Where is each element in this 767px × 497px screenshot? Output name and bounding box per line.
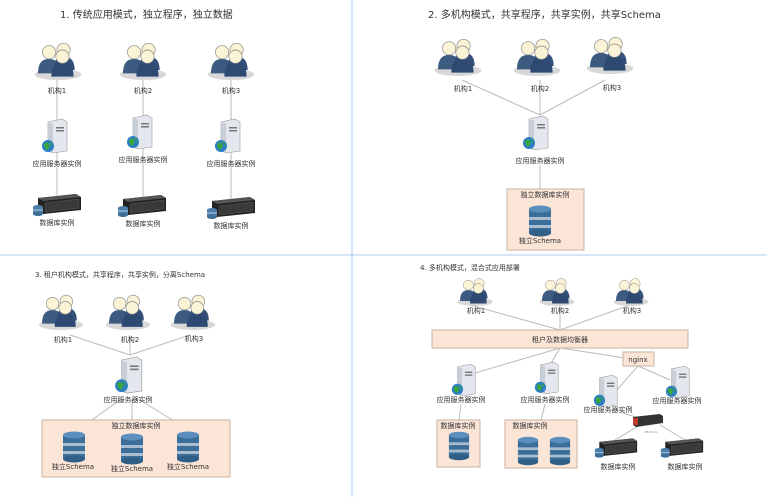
q4-title: 4. 多机构模式，混合式应用部署 [420,263,520,272]
q3-title: 3. 租户机构模式，共享程序，共享实例，分离Schema [35,270,205,279]
db-proxy-icon [633,414,663,427]
server-label: 应用服务器实例 [207,159,256,168]
server-label: 应用服务器实例 [437,395,486,404]
users-icon [105,294,151,330]
db-server-icon [117,194,167,218]
app-server-icon [665,365,690,399]
db-box-label: 数据库实例 [441,421,476,430]
database-icon [517,436,539,466]
database-icon [448,431,470,461]
schema-label: 独立Schema [167,462,209,471]
database-icon [177,431,199,463]
users-icon [513,38,561,76]
org-label: 机构3 [222,86,240,95]
app-server-icon [41,118,68,154]
database-icon [529,205,551,237]
db-server-icon [594,437,638,459]
server-label: 应用服务器实例 [119,155,168,164]
users-icon [34,42,82,80]
nginx-box [622,351,655,367]
q2-title: 2. 多机构模式，共享程序，共享实例，共享Schema [428,8,661,21]
database-icon [63,431,85,463]
users-icon [539,278,575,306]
db-server-icon [206,196,256,220]
quadrant-4-hybrid: 4. 多机构模式，混合式应用部署 机构1 机构2 机构3 租户及数据均衡器 ng… [420,263,704,471]
db-server-icon [32,193,82,217]
db-box-label: 独立数据库实例 [521,190,570,199]
users-icon [119,42,167,80]
db-server-icon [660,437,704,459]
db-box-label: 独立数据库实例 [112,421,161,430]
org-label: 机构2 [551,306,569,315]
quadrant-2-shared-schema: 2. 多机构模式，共享程序，共享实例，共享Schema 机构1 机构2 机构3 … [428,8,661,251]
app-server-icon [451,363,476,397]
database-icon [549,436,571,466]
db-label: 数据库实例 [668,462,703,471]
nginx-label: nginx [628,356,647,364]
users-icon [434,38,482,76]
server-label: 应用服务器实例 [584,405,633,414]
db-proxy-label: DB Proxy [644,430,658,434]
server-label: 应用服务器实例 [521,395,570,404]
users-icon [613,278,649,306]
db-label: 数据库实例 [40,218,75,227]
app-server-icon [593,374,618,408]
org-label: 机构1 [454,84,472,93]
schema-label: 独立Schema [52,462,94,471]
database-icon [121,433,143,465]
users-icon [207,42,255,80]
org-label: 机构3 [623,306,641,315]
db-label: 数据库实例 [601,462,636,471]
org-label: 机构1 [48,86,66,95]
app-server-icon [522,115,549,151]
org-label: 机构3 [185,334,203,343]
server-label: 应用服务器实例 [516,156,565,165]
org-label: 机构1 [54,335,72,344]
org-label: 机构1 [467,306,485,315]
q1-title: 1. 传统应用模式，独立程序，独立数据 [60,8,233,21]
schema-label: 独立Schema [519,236,561,245]
org-label: 机构2 [121,335,139,344]
users-icon [457,278,493,306]
db-box-label: 数据库实例 [513,421,548,430]
quadrant-3-separate-schema: 3. 租户机构模式，共享程序，共享实例，分离Schema 机构1 机构2 机构3… [35,270,231,478]
quadrant-1-traditional: 1. 传统应用模式，独立程序，独立数据 机构1 机构2 机构3 应用服务器实例 … [32,8,256,230]
users-icon [586,36,634,74]
app-server-icon [534,361,559,395]
org-label: 机构2 [134,86,152,95]
app-server-icon [114,356,143,394]
app-server-icon [214,118,241,154]
org-label: 机构3 [603,83,621,92]
server-label: 应用服务器实例 [104,395,153,404]
db-label: 数据库实例 [214,221,249,230]
server-label: 应用服务器实例 [653,396,702,405]
schema-label: 独立Schema [111,464,153,473]
users-icon [38,294,84,330]
app-server-icon [126,114,153,150]
org-label: 机构2 [531,84,549,93]
db-label: 数据库实例 [126,219,161,228]
balancer-label: 租户及数据均衡器 [532,335,588,344]
users-icon [170,294,216,330]
server-label: 应用服务器实例 [33,159,82,168]
tenant-balancer-box [431,329,689,349]
